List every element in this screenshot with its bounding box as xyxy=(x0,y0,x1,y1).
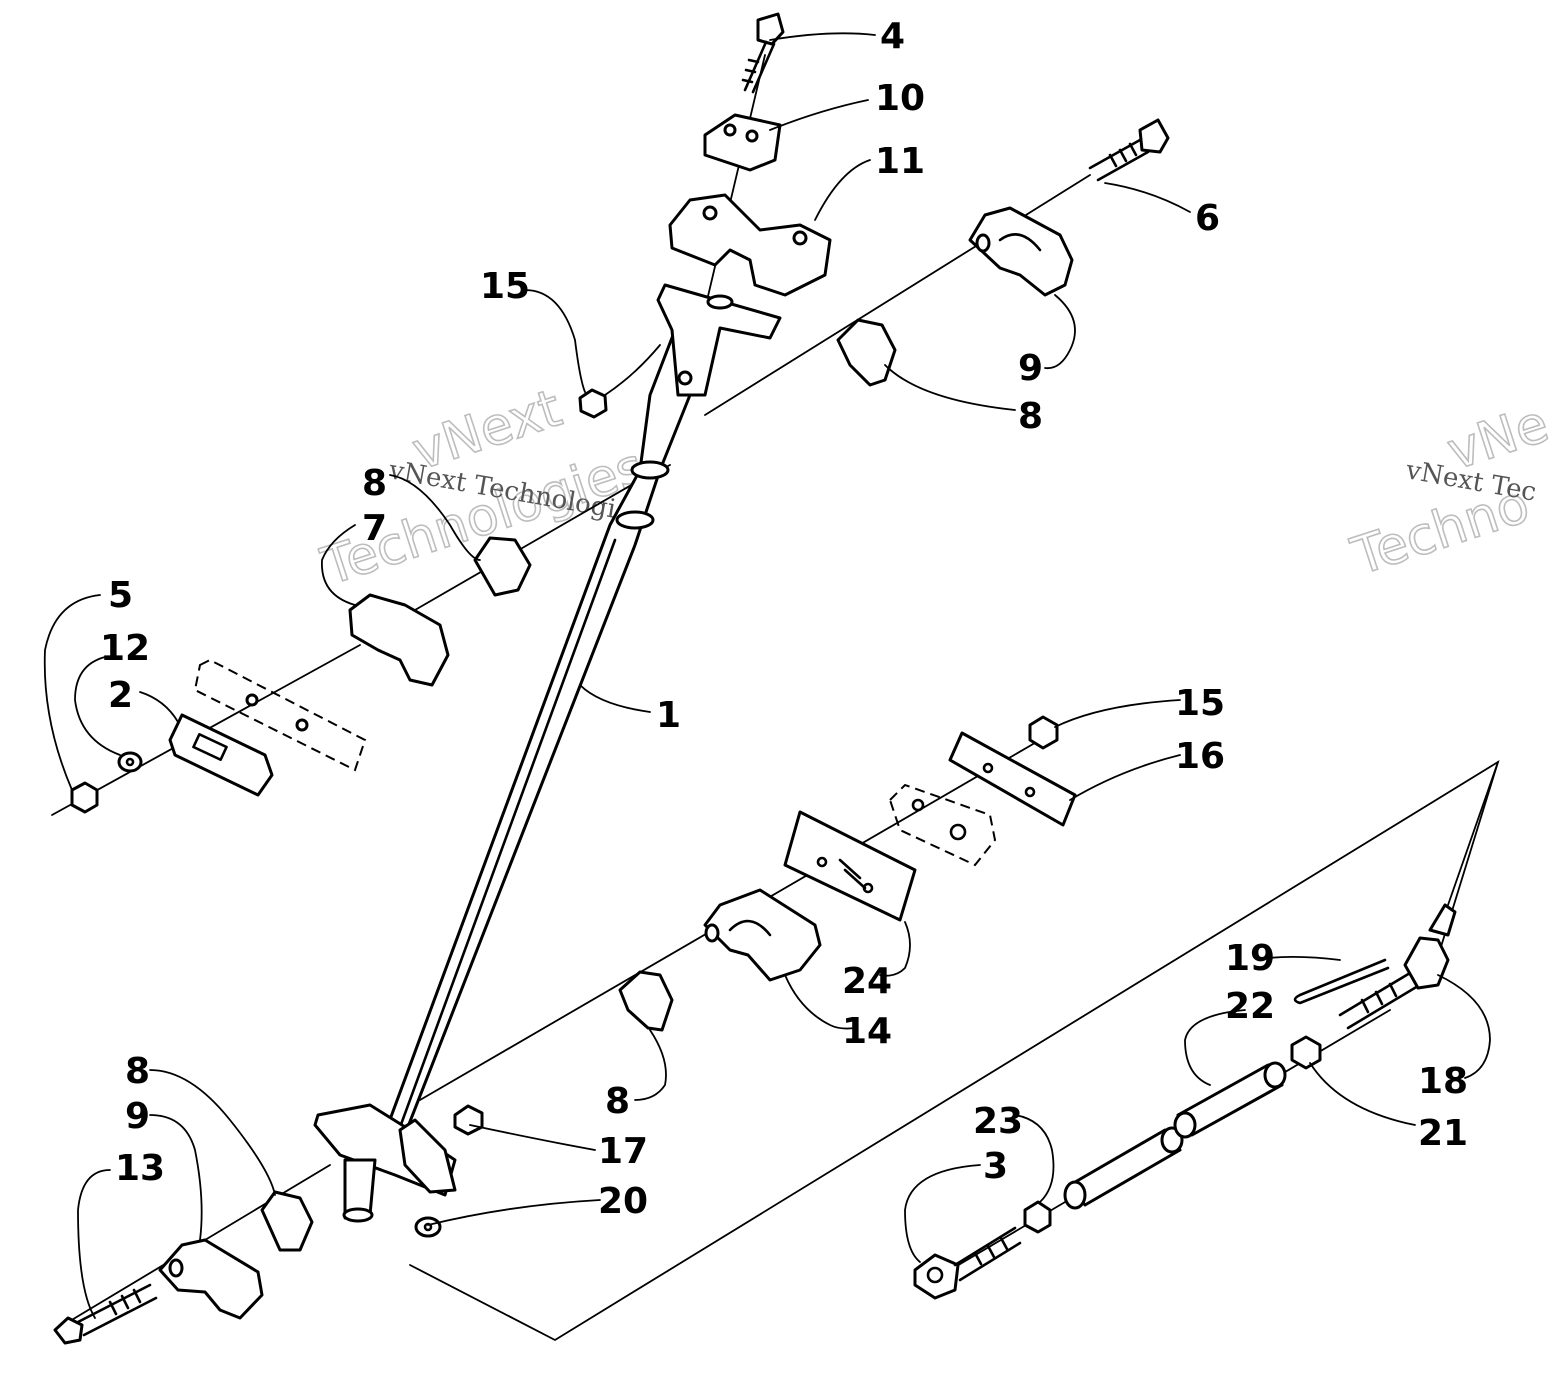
clamp-14 xyxy=(703,888,822,982)
plate-2 xyxy=(168,658,367,797)
callout-1: 1 xyxy=(656,695,681,736)
tie-rod-end-18 xyxy=(1338,903,1457,1030)
tie-rod-22 xyxy=(1173,1061,1287,1139)
bolt-4 xyxy=(741,12,785,94)
callout-15-lower: 15 xyxy=(1175,683,1225,724)
nut-15-upper xyxy=(578,388,608,419)
plate-16 xyxy=(948,731,1077,827)
bolt-6 xyxy=(1088,118,1170,182)
callout-10: 10 xyxy=(875,78,925,119)
bushing-8-bottom xyxy=(260,1190,314,1252)
callout-14: 14 xyxy=(842,1011,892,1052)
callout-16: 16 xyxy=(1175,736,1225,777)
nut-21 xyxy=(1290,1035,1322,1070)
callout-3: 3 xyxy=(983,1146,1008,1187)
nut-23 xyxy=(1023,1200,1052,1234)
handlebar-clamp-upper xyxy=(668,113,832,297)
bushing-8-left xyxy=(473,536,532,597)
nut-15-lower xyxy=(1028,715,1059,750)
callout-20: 20 xyxy=(598,1181,648,1222)
clamp-7 xyxy=(348,593,450,687)
callout-11: 11 xyxy=(875,141,925,182)
cotter-pin-19 xyxy=(1293,958,1390,1005)
leader-lines xyxy=(43,32,1491,1319)
callout-22: 22 xyxy=(1225,986,1275,1027)
callout-8-right: 8 xyxy=(1018,396,1043,437)
callout-5: 5 xyxy=(108,575,133,616)
tie-rod-end-3 xyxy=(913,1226,1022,1300)
callout-2: 2 xyxy=(108,675,133,716)
tie-rod-tube xyxy=(1063,1126,1184,1210)
callout-4: 4 xyxy=(880,16,905,57)
steering-post xyxy=(313,283,782,1223)
callout-9-bottom: 9 xyxy=(125,1096,150,1137)
callout-8-bottom: 8 xyxy=(125,1051,150,1092)
bushing-8-right xyxy=(836,318,897,387)
callout-19: 19 xyxy=(1225,938,1275,979)
callout-15-upper: 15 xyxy=(480,266,530,307)
watermark-right: vNe Techno vNext Tec xyxy=(1344,393,1552,588)
callout-6: 6 xyxy=(1195,198,1220,239)
bushing-8-lower xyxy=(618,970,674,1032)
nut-5 xyxy=(70,781,99,814)
washer-12 xyxy=(117,751,143,773)
callout-8-lower: 8 xyxy=(605,1081,630,1122)
callout-21: 21 xyxy=(1418,1113,1468,1154)
callout-23: 23 xyxy=(973,1101,1023,1142)
callout-9-right: 9 xyxy=(1018,348,1043,389)
callout-labels: 4 10 11 6 9 8 15 8 7 5 12 2 1 15 16 24 1… xyxy=(100,16,1468,1222)
clamp-right-9 xyxy=(968,206,1074,297)
plate-24 xyxy=(783,810,917,922)
dashed-plate xyxy=(888,783,997,867)
callout-7: 7 xyxy=(362,508,387,549)
bolt-13 xyxy=(53,1283,158,1345)
callout-24: 24 xyxy=(842,961,892,1002)
nut-17 xyxy=(453,1104,484,1136)
callout-8-left: 8 xyxy=(362,463,387,504)
washer-20 xyxy=(414,1216,442,1238)
callout-18: 18 xyxy=(1418,1061,1468,1102)
callout-12: 12 xyxy=(100,628,150,669)
callout-17: 17 xyxy=(598,1131,648,1172)
clamp-9-bottom xyxy=(158,1238,264,1320)
callout-13: 13 xyxy=(115,1148,165,1189)
